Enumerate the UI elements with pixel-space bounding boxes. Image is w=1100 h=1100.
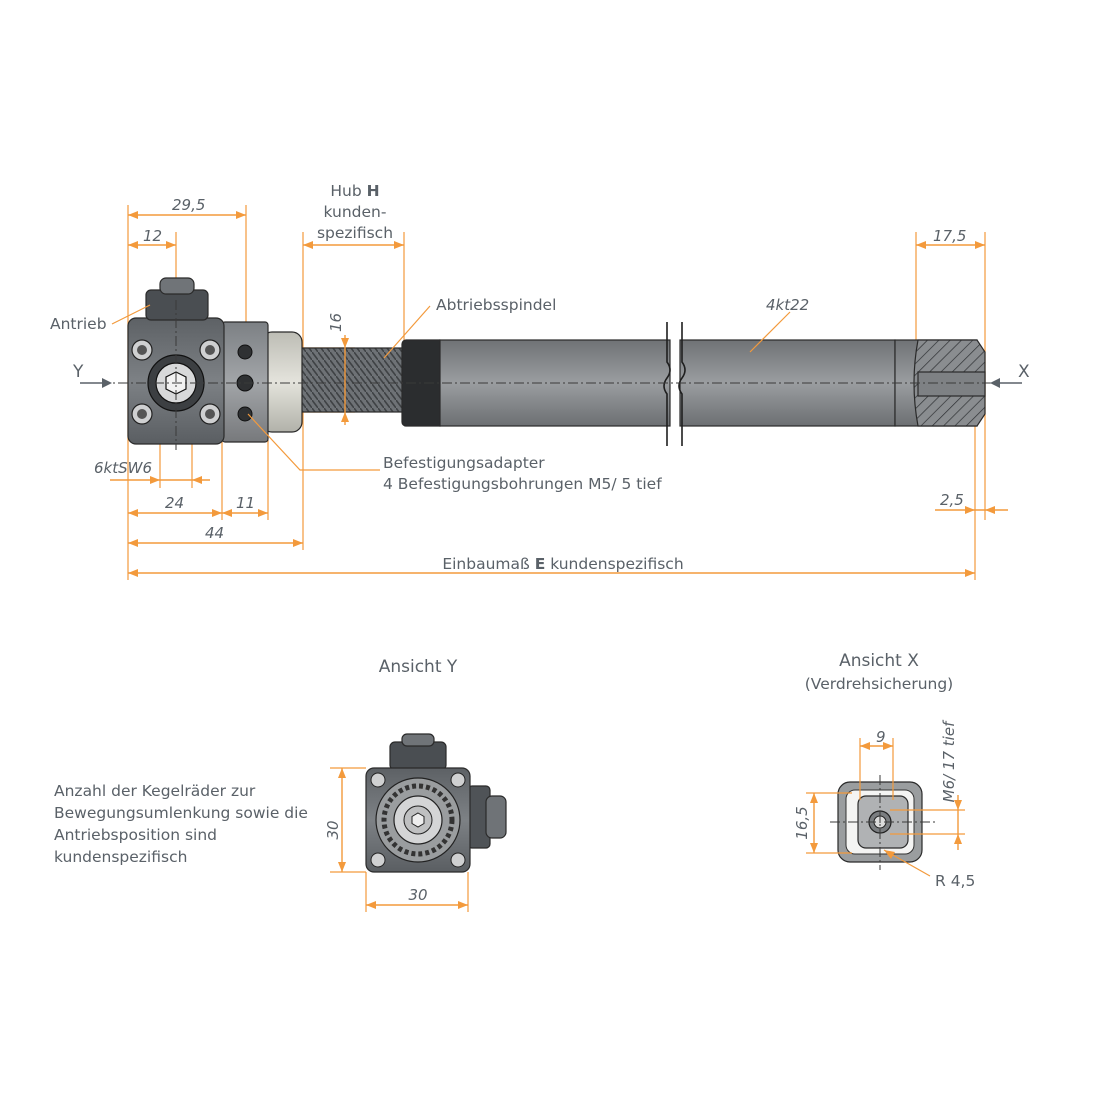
view-x-dim-9 [860,742,893,750]
view-y-bevel-gear [375,777,461,863]
dim-2-5-text: 2,5 [940,491,964,509]
profile-label: 4kt22 [766,296,809,314]
view-x-leader-radius-arrow [884,850,895,859]
hub-line3: spezifisch [317,224,393,242]
hub-symbol: H [367,182,380,200]
view-y-dim-height [338,768,346,872]
dim-11 [222,509,268,517]
abtriebsspindel-label: Abtriebsspindel [436,296,556,314]
dim-17-5 [916,241,985,249]
dim-6ktsw6-text: 6ktSW6 [94,459,152,477]
view-y-dim-width-text: 30 [408,886,427,904]
leader-profile [749,311,791,353]
dim-24 [128,509,222,517]
break-marks [663,322,686,446]
housing-screws [131,339,221,425]
view-y-marker: Y [72,362,84,382]
dim-16 [341,335,349,425]
dim-hub [303,241,404,249]
einbau-suffix: kundenspezifisch [550,555,683,573]
view-y: Ansicht Y [324,657,507,912]
view-x-dim-9-text: 9 [876,728,886,746]
dim-2-5 [935,506,1008,514]
view-x: Ansicht X (Verdrehsicherung) [793,651,975,890]
view-x-arrow [990,378,1022,388]
view-x-dim-16-5 [810,793,818,853]
einbau-prefix: Einbaumaß [442,555,530,573]
output-spindle [295,347,407,413]
view-x-dim-16-5-text: 16,5 [793,806,811,839]
befestigung-line2: 4 Befestigungsbohrungen M5/ 5 tief [383,475,662,493]
view-y-top-cap-knob [401,733,435,747]
dim-16-text: 16 [327,313,345,332]
view-x-thread-text: M6/ 17 tief [940,719,958,802]
view-x-subtitle: (Verdrehsicherung) [805,675,953,693]
dim-44-text: 44 [205,524,224,542]
view-y-arrow [80,378,112,388]
view-y-screws [370,772,466,868]
leader-abtrieb [383,305,431,359]
view-x-title: Ansicht X [839,651,919,671]
dim-29-5 [128,211,246,219]
dim-12-text: 12 [143,227,162,245]
drive-cap [145,277,209,321]
dim-17-5-text: 17,5 [933,227,966,245]
view-y-dim-width [366,901,468,909]
befestigung-line1: Befestigungsadapter [383,454,545,472]
view-x-marker: X [1018,362,1030,382]
view-y-side-knob [485,795,507,839]
hub-line2: kunden- [324,203,387,221]
hub-label: Hub H [330,182,379,200]
leader-antrieb [111,304,151,325]
view-y-title: Ansicht Y [379,657,458,677]
dim-einbau [128,569,975,577]
einbau-symbol: E [535,555,546,573]
leader-befestigung [247,413,380,471]
dim-11-text: 11 [236,494,255,512]
view-x-dim-thread [954,795,962,850]
hub-prefix: Hub [330,182,361,200]
view-y-dim-height-text: 30 [324,820,342,839]
dim-44 [128,539,303,547]
dim-24-text: 24 [165,494,184,512]
einbau-label: Einbaumaß E kundenspezifisch [442,555,683,573]
antrieb-label: Antrieb [50,315,107,333]
dim-12 [128,241,176,249]
dim-29-5-text: 29,5 [172,196,205,214]
view-x-extension-lines [806,738,965,854]
note-text: Anzahl der Kegelräder zur Bewegungsumlen… [54,782,308,866]
dim-6ktsw6 [110,476,210,484]
main-view: 29,5 12 17,5 16 6ktSW6 24 11 44 2,5 Hub … [50,182,1030,580]
view-x-radius-text: R 4,5 [935,872,975,890]
